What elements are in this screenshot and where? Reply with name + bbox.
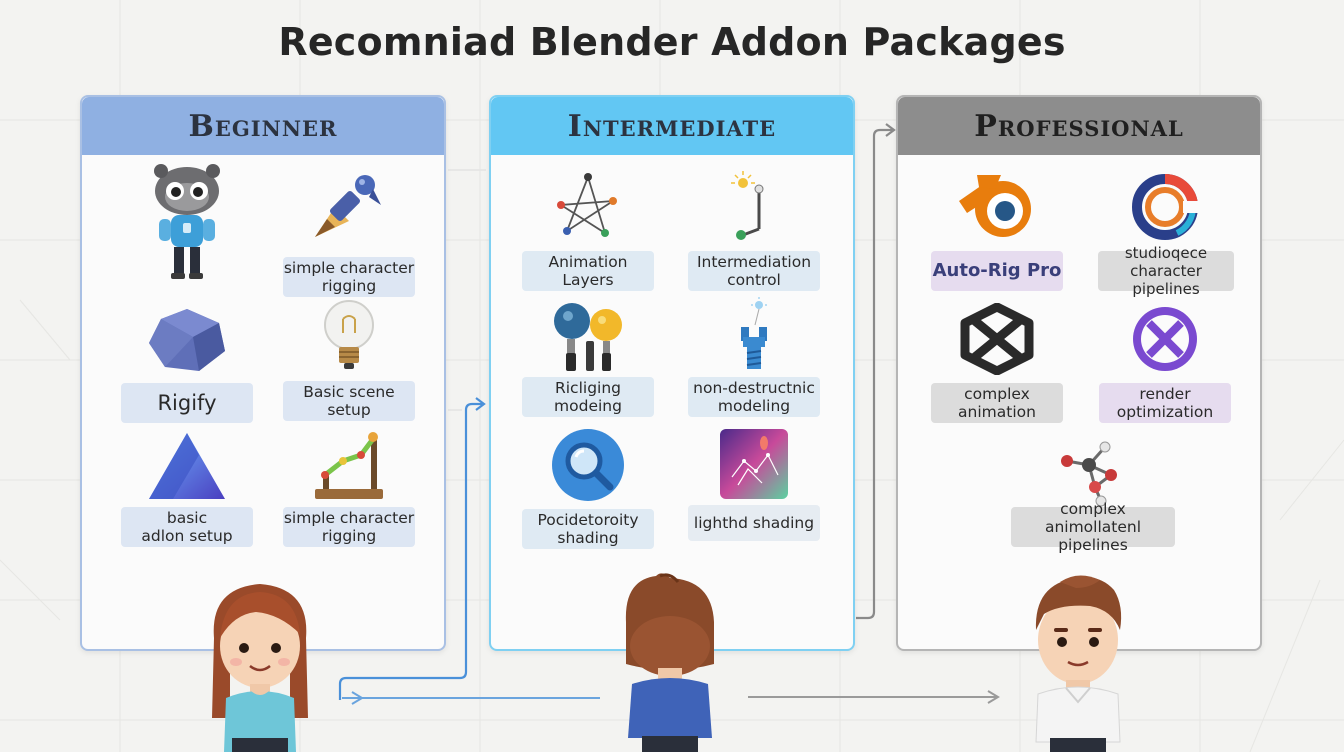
render-optimization-label: render optimization — [1099, 383, 1231, 423]
beginner-item-rigify[interactable]: Rigify — [120, 307, 254, 423]
knot-icon — [960, 303, 1034, 375]
professional-item-studio[interactable]: studioqece character pipelines — [1098, 167, 1234, 298]
beginner-panel: Beginner simple character riggin — [80, 95, 446, 651]
page-title: Recomniad Blender Addon Packages — [278, 20, 1066, 64]
bone-rig-icon — [315, 432, 383, 499]
professional-item-render-optimization[interactable]: render optimization — [1098, 303, 1232, 423]
simple-character-rigging-label: simple character rigging — [283, 257, 415, 297]
intermediate-item-modeling[interactable]: non-destructnic modeling — [687, 297, 821, 417]
beginner-item-pen[interactable]: simple character rigging — [282, 171, 416, 297]
intermediate-item-lighting[interactable]: lighthd shading — [687, 427, 821, 541]
lighthd-shading-label: lighthd shading — [688, 505, 820, 541]
pen-nib-icon — [315, 175, 381, 237]
beginner-item-addon[interactable]: basic adlon setup — [120, 431, 254, 547]
beginner-item-scene[interactable]: Basic scene setup — [282, 297, 416, 421]
color-ring-icon — [1132, 174, 1201, 240]
professional-header: Professional — [898, 97, 1260, 155]
auto-rig-pro-label: Auto-Rig Pro — [931, 251, 1063, 291]
intermediate-header: Intermediate — [491, 97, 853, 155]
intermediation-control-label: Intermediation control — [688, 251, 820, 291]
intermediate-item-control[interactable]: Intermediation control — [687, 171, 821, 291]
professional-panel: Professional Auto-Rig Pro studioqece cha… — [896, 95, 1262, 651]
triangle-logo-icon — [149, 433, 225, 499]
non-destructnic-modeling-label: non-destructnic modeling — [688, 377, 820, 417]
simple-character-rigging-label-2: simple character rigging — [283, 507, 415, 547]
animation-layers-label: Animation Layers — [522, 251, 654, 291]
beginner-girl-avatar — [212, 584, 308, 752]
professional-item-complex-pipelines[interactable]: complex animollatenl pipelines — [1008, 435, 1178, 554]
intermediate-boy-avatar — [625, 573, 714, 752]
polyhedron-icon — [149, 309, 225, 371]
complex-animation-label: complex animation — [931, 383, 1063, 423]
beginner-item-rig[interactable]: simple character rigging — [282, 427, 416, 547]
brushes-icon — [554, 303, 622, 371]
professional-man-avatar — [1035, 575, 1122, 752]
crossed-circle-icon — [1133, 307, 1197, 371]
magnifier-icon — [552, 429, 624, 501]
basic-addon-setup-label: basic adlon setup — [121, 507, 253, 547]
ricliging-modeing-label: Ricliging modeing — [522, 377, 654, 417]
rigify-label: Rigify — [121, 383, 253, 423]
gradient-graph-icon — [720, 429, 788, 499]
intermediate-item-animation-layers[interactable]: Animation Layers — [521, 171, 655, 291]
beginner-header: Beginner — [82, 97, 444, 155]
blender-logo-icon — [959, 175, 1031, 237]
complex-animollatenl-pipelines-label: complex animollatenl pipelines — [1011, 500, 1175, 554]
professional-item-auto-rig-pro[interactable]: Auto-Rig Pro — [930, 167, 1064, 291]
intermediate-panel: Intermediate Animation Layers Intermedia… — [489, 95, 855, 651]
screw-icon — [741, 297, 767, 369]
molecule-icon — [1061, 441, 1117, 507]
basic-scene-setup-label: Basic scene setup — [283, 381, 415, 421]
robot-character-icon — [154, 164, 220, 279]
lamp-arm-icon — [731, 171, 764, 240]
beginner-item-character[interactable] — [120, 163, 254, 283]
node-star-icon — [557, 173, 617, 237]
professional-item-complex-animation[interactable]: complex animation — [930, 303, 1064, 423]
pocidetoroity-shading-label: Pocidetoroity shading — [522, 509, 654, 549]
intermediate-item-shading[interactable]: Pocidetoroity shading — [521, 427, 655, 549]
studioqece-character-pipelines-label: studioqece character pipelines — [1098, 244, 1234, 298]
intermediate-item-brushes[interactable]: Ricliging modeing — [521, 301, 655, 417]
lightbulb-icon — [324, 300, 374, 369]
